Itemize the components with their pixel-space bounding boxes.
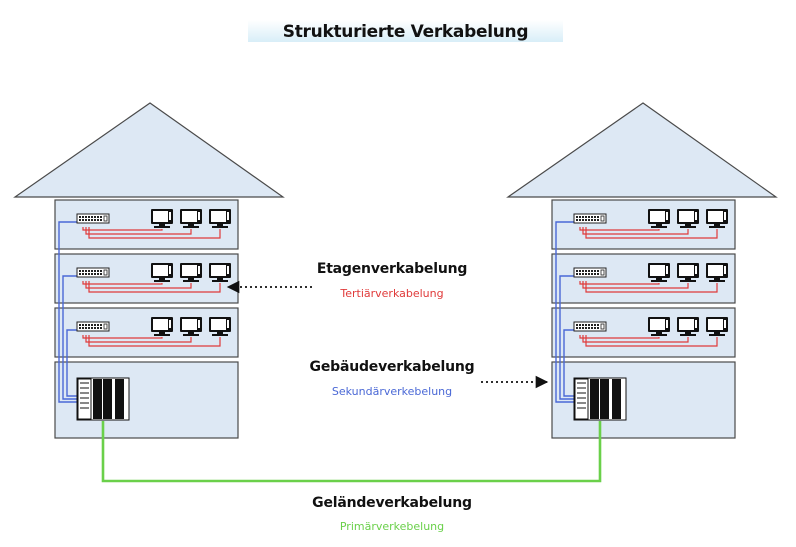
workstation-icon — [151, 317, 173, 336]
label-sekundaerverkabelung: Sekundärverkebelung — [331, 385, 453, 398]
switch-icon — [573, 321, 607, 332]
tertiary-cable — [579, 227, 660, 231]
workstation-icon — [151, 209, 173, 228]
tertiary-cable — [579, 281, 660, 285]
roof — [506, 102, 778, 198]
tertiary-cable — [585, 227, 718, 239]
workstation-icon — [648, 317, 670, 336]
building-right — [506, 102, 778, 439]
workstation-icon — [677, 317, 699, 336]
floor-box — [551, 199, 736, 250]
label-tertiaerverkabelung: Tertiärverkabelung — [340, 287, 444, 300]
tertiary-cable — [82, 335, 163, 339]
tertiary-cable — [82, 281, 163, 285]
secondary-cable — [559, 275, 574, 400]
tertiary-cable — [579, 335, 660, 339]
label-gelaendeverkabelung: Geländeverkabelung — [312, 495, 472, 511]
tertiary-cable — [585, 281, 718, 293]
tertiary-cable — [82, 227, 163, 231]
workstation-icon — [180, 263, 202, 282]
switch-icon — [76, 321, 110, 332]
floor-box — [551, 253, 736, 304]
primary-cable — [101, 421, 602, 483]
workstation-icon — [706, 263, 728, 282]
tertiary-cables-floor-2 — [579, 281, 718, 293]
tertiary-cables-floor-3 — [579, 335, 718, 347]
tertiary-cable — [88, 335, 221, 347]
workstation-icon — [677, 209, 699, 228]
tertiary-cable — [85, 335, 192, 343]
switch-icon — [573, 267, 607, 278]
switch-icon — [76, 267, 110, 278]
floor-box — [54, 253, 239, 304]
floor-box — [54, 307, 239, 358]
floor-1 — [54, 199, 239, 250]
floor-3 — [551, 307, 736, 358]
floor-3 — [54, 307, 239, 358]
tertiary-cable — [582, 281, 689, 289]
server-rack-icon — [573, 377, 627, 421]
label-etagenverkabelung: Etagenverkabelung — [316, 261, 468, 277]
tertiary-cable — [585, 335, 718, 347]
secondary-cable — [58, 221, 77, 403]
secondary-cable — [62, 275, 77, 400]
floor-box — [551, 307, 736, 358]
building-left — [13, 102, 285, 439]
workstation-icon — [677, 263, 699, 282]
secondary-cable — [66, 329, 77, 397]
workstation-icon — [706, 317, 728, 336]
tertiary-cable — [85, 281, 192, 289]
switch-icon — [76, 213, 110, 224]
title-box — [248, 20, 563, 42]
tertiary-cable — [582, 227, 689, 235]
label-gebaeudeverkabelung: Gebäudeverkabelung — [309, 359, 475, 375]
workstation-icon — [706, 209, 728, 228]
tertiary-cable — [582, 335, 689, 343]
secondary-cable — [555, 221, 574, 403]
tertiary-cables-floor-2 — [82, 281, 221, 293]
floor-2 — [551, 253, 736, 304]
tertiary-cables-floor-3 — [82, 335, 221, 347]
workstation-icon — [151, 263, 173, 282]
diagram-title: Strukturierte Verkabelung — [282, 22, 529, 42]
workstation-icon — [209, 263, 231, 282]
switch-icon — [573, 213, 607, 224]
floor-2 — [54, 253, 239, 304]
floor-box — [54, 199, 239, 250]
tertiary-cables-floor-1 — [82, 227, 221, 239]
workstation-icon — [209, 317, 231, 336]
workstation-icon — [648, 263, 670, 282]
tertiary-cable — [88, 227, 221, 239]
workstation-icon — [648, 209, 670, 228]
server-rack-icon — [76, 377, 130, 421]
roof — [13, 102, 285, 198]
secondary-cable — [563, 329, 574, 397]
workstation-icon — [180, 317, 202, 336]
workstation-icon — [209, 209, 231, 228]
tertiary-cables-floor-1 — [579, 227, 718, 239]
workstation-icon — [180, 209, 202, 228]
floor-1 — [551, 199, 736, 250]
tertiary-cable — [88, 281, 221, 293]
tertiary-cable — [85, 227, 192, 235]
label-primaerverkabelung: Primärverkebelung — [339, 520, 445, 533]
